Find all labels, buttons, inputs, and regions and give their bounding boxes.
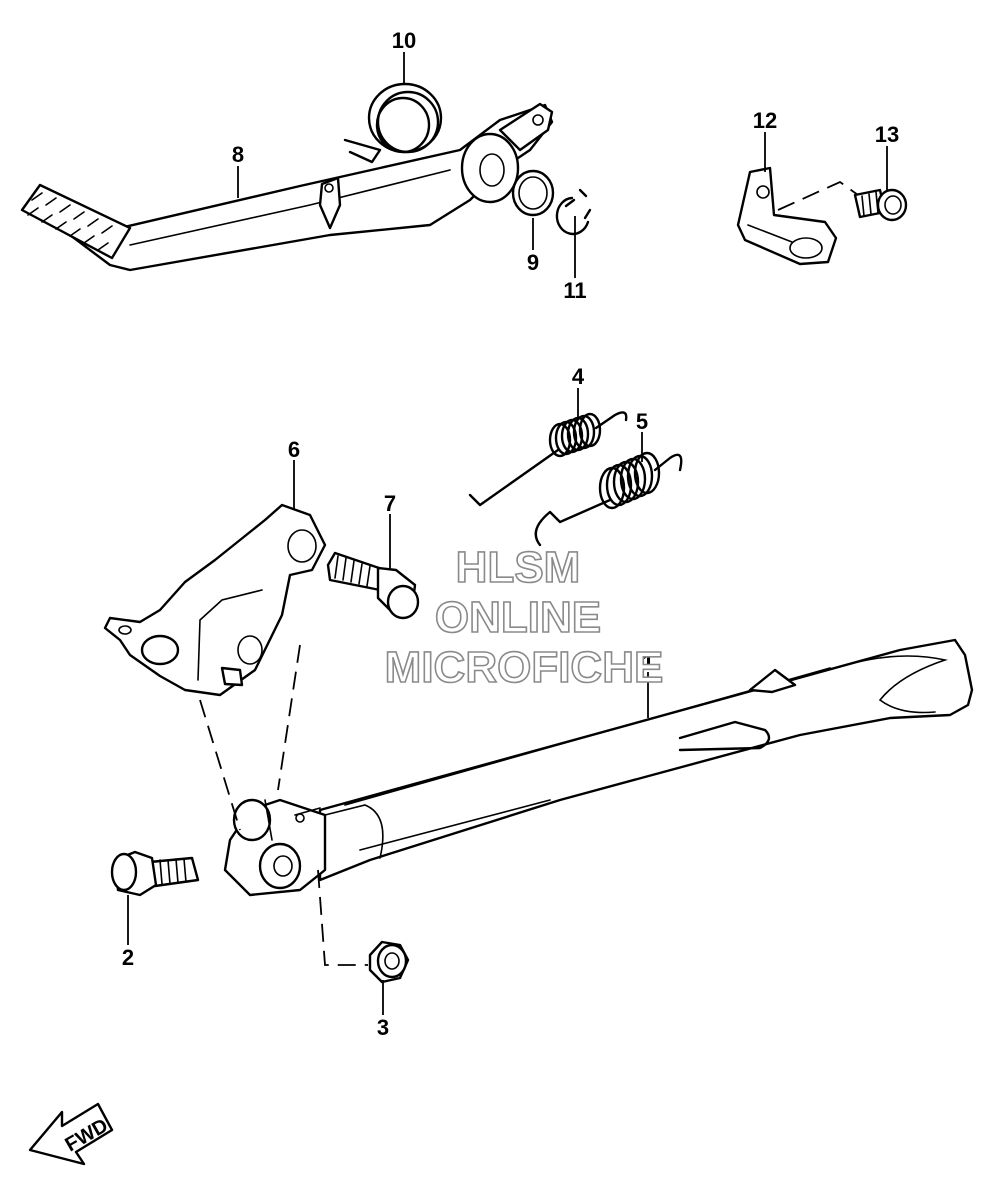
part-3-nut[interactable] [368, 940, 410, 984]
part-1-side-stand[interactable] [223, 638, 974, 897]
assembly-line-6b [199, 699, 241, 831]
callout-12: 12 [753, 108, 777, 133]
leader-lines [127, 52, 888, 1015]
callout-3: 3 [377, 1015, 389, 1040]
leader-12-13 [777, 180, 859, 211]
part-12-bracket[interactable] [736, 166, 838, 266]
part-5-spring[interactable] [534, 451, 683, 547]
fwd-direction-arrow: FWD [28, 1102, 114, 1166]
watermark: HLSM ONLINE MICROFICHE [384, 542, 664, 693]
part-4-spring[interactable] [468, 411, 628, 507]
callout-2: 2 [122, 945, 134, 970]
watermark-line-1: HLSM [456, 543, 581, 592]
part-8-brake-pedal[interactable] [20, 102, 554, 272]
part-10-return-spring[interactable] [343, 82, 443, 164]
callout-7: 7 [384, 491, 396, 516]
pedal-pad-teeth [20, 183, 132, 260]
callout-5: 5 [636, 409, 648, 434]
callout-10: 10 [392, 28, 416, 53]
callout-11: 11 [563, 278, 586, 303]
callout-4: 4 [572, 364, 585, 389]
part-2-pivot-bolt[interactable] [110, 850, 200, 897]
part-7-bolt[interactable] [326, 551, 420, 620]
part-13-bolt[interactable] [853, 188, 908, 222]
watermark-line-2: ONLINE [435, 593, 601, 642]
part-11-circlip[interactable] [555, 188, 592, 236]
watermark-line-3: MICROFICHE [385, 643, 664, 692]
assembly-line-3 [317, 869, 368, 966]
assembly-line-6a [277, 644, 301, 791]
part-9-washer[interactable] [511, 169, 555, 217]
callout-9: 9 [527, 250, 539, 275]
callout-1: 1 [642, 650, 654, 675]
part-6-stand-bracket[interactable] [103, 503, 327, 697]
callout-13: 13 [875, 122, 899, 147]
callout-labels: 1 2 3 4 5 6 7 8 9 10 11 12 13 [122, 28, 899, 1040]
callout-8: 8 [232, 142, 244, 167]
callout-6: 6 [288, 437, 300, 462]
